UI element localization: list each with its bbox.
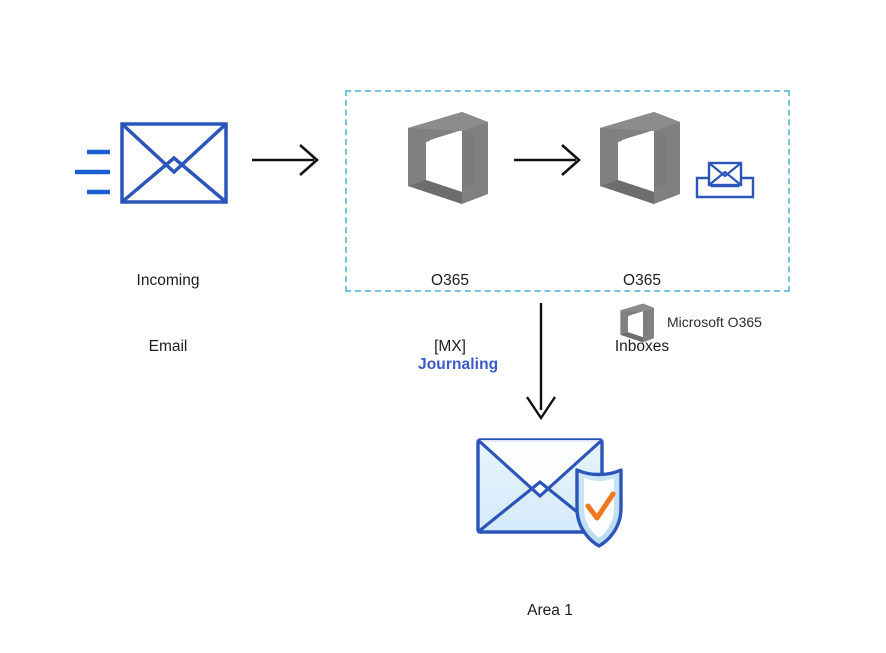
o365-boundary-region (345, 90, 790, 292)
arrow-right-icon (514, 144, 581, 176)
label-journaling: Journaling (418, 356, 499, 373)
connector-incoming-to-mx (250, 142, 330, 178)
inbox-tray-envelope-icon (694, 158, 756, 202)
connector-mx-to-inboxes (512, 142, 592, 178)
node-incoming-email (70, 110, 265, 220)
node-o365-inboxes (596, 108, 688, 208)
label-incoming-email-line1: Incoming (136, 272, 200, 289)
legend-office-icon-wrap (618, 302, 658, 344)
label-incoming-email: Incoming Email (68, 226, 268, 402)
label-o365-mx-line2: [MX] (434, 338, 466, 355)
label-o365-inboxes-line2: Inboxes (614, 338, 670, 355)
label-o365-inboxes: O365 Inboxes (582, 226, 702, 402)
label-incoming-email-line2: Email (148, 338, 188, 355)
arrow-down-icon (526, 303, 556, 421)
office-365-logo-icon (620, 303, 654, 343)
envelope-with-speed-lines-icon (75, 122, 228, 204)
connector-inboxes-to-area1 (520, 300, 564, 424)
label-area1-line1: Area 1 (527, 602, 573, 619)
node-o365-mx (404, 108, 496, 208)
envelope-shield-check-icon (476, 438, 623, 548)
legend-label-microsoft-o365: Microsoft O365 (667, 314, 762, 330)
label-o365-mx-line1: O365 (431, 272, 469, 289)
label-o365-mx: O365 [MX] (390, 226, 510, 402)
office-365-logo-icon (408, 112, 488, 204)
node-area1-email-security (466, 430, 636, 548)
label-o365-inboxes-line1: O365 (623, 272, 661, 289)
office-365-logo-icon (600, 112, 680, 204)
arrow-right-icon (252, 144, 319, 176)
label-area1-email-security: Area 1 email security (450, 556, 650, 653)
inbox-tray-envelope-glyph (695, 161, 755, 199)
